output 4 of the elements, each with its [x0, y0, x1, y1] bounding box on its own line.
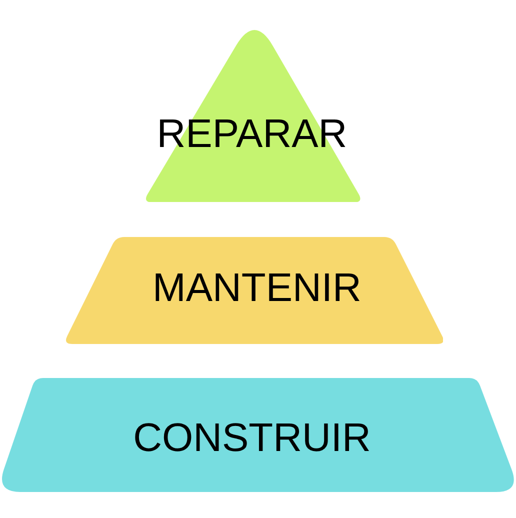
tier-label: CONSTRUIR — [133, 418, 371, 458]
tier-label: MANTENIR — [152, 268, 362, 308]
pyramid-tier — [2, 378, 514, 492]
pyramid-tier — [66, 237, 444, 344]
